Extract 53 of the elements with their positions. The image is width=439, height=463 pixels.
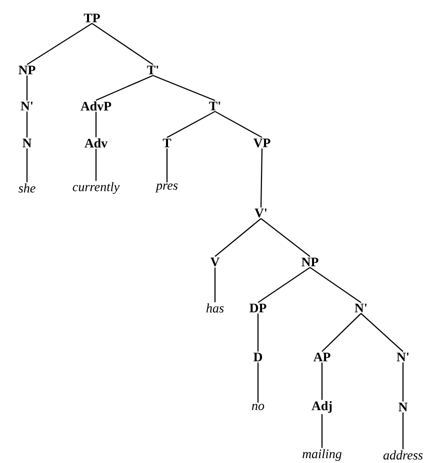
category-label: NP (302, 258, 318, 266)
branch-line (402, 412, 404, 450)
branch-line (214, 110, 262, 138)
category-label: V (210, 258, 220, 266)
category-label: TP (84, 14, 100, 22)
word-label: pres (155, 184, 178, 192)
category-label: T' (147, 66, 158, 74)
category-label: N' (396, 352, 409, 362)
category-label: T (162, 138, 172, 148)
word-label: address (383, 450, 423, 460)
branch-line (92, 23, 154, 65)
branch-line (260, 218, 310, 257)
branch-line (257, 313, 259, 352)
branch-line (258, 267, 310, 303)
branch-line (322, 313, 362, 352)
branch-line (257, 362, 259, 403)
branch-line (166, 110, 216, 138)
branch-line (360, 313, 404, 352)
branch-line (26, 22, 92, 65)
category-label: VP (253, 138, 270, 148)
category-label: NP (18, 66, 36, 74)
category-label: AdvP (80, 101, 112, 111)
word-label: has (206, 303, 224, 313)
branch-line (26, 75, 28, 101)
category-label: N (22, 138, 32, 148)
branch-line (321, 414, 323, 448)
branch-line (260, 148, 263, 208)
category-label: N' (20, 102, 33, 110)
category-label: T' (209, 102, 220, 110)
category-label: D (254, 352, 262, 362)
branch-line (214, 218, 262, 257)
branch-line (214, 268, 216, 302)
branch-line (321, 362, 323, 400)
category-label: V' (254, 208, 267, 218)
category-label: N (398, 402, 408, 412)
category-label: N' (354, 304, 367, 312)
word-label: she (18, 183, 36, 193)
branch-line (310, 267, 362, 303)
word-label: mailing (302, 449, 342, 461)
word-label: currently (72, 182, 120, 194)
branch-line (26, 148, 28, 182)
category-label: AP (313, 352, 330, 362)
category-label: Adj (312, 401, 332, 413)
word-label: no (252, 404, 264, 410)
branch-line (166, 148, 168, 182)
branch-line (152, 74, 216, 102)
branch-line (26, 111, 28, 138)
category-label: DP (250, 304, 266, 312)
category-label: Adv (84, 138, 108, 148)
branch-line (95, 112, 97, 138)
branch-line (402, 362, 404, 402)
branch-line (96, 74, 154, 101)
branch-line (95, 148, 97, 181)
